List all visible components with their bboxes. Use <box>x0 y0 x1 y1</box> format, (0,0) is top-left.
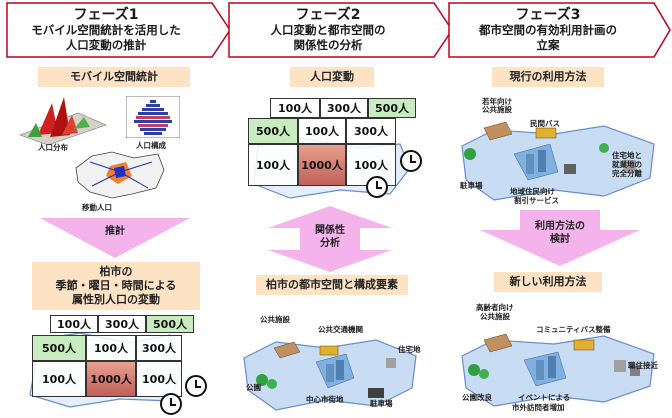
parking-label-current: 駐車場 <box>460 181 483 190</box>
usage-review-line2: 検討 <box>550 234 570 245</box>
phase-3-number: フェーズ3 <box>515 7 581 23</box>
clock-icon <box>400 150 422 172</box>
mobile-stats-text: モバイル空間統計 <box>70 70 158 83</box>
event-visitors-label-1: イベントによる <box>518 393 571 402</box>
grid-cell: 500人 <box>32 335 86 361</box>
grid-cell: 500人 <box>368 98 416 118</box>
res-separation-label-3: 完全分離 <box>612 169 642 178</box>
usage-review-line1: 利用方法の <box>535 221 585 232</box>
elder-facility-label-1: 高齢者向け <box>476 303 514 312</box>
phase-3-desc-line2: 立案 <box>536 38 560 52</box>
phase-arrow-shape <box>6 2 231 58</box>
relationship-line1: 関係性 <box>315 225 345 236</box>
local-discount-label-2: 割引サービス <box>514 196 559 205</box>
population-pyramid-chart <box>126 96 180 138</box>
estimate-arrow <box>40 218 190 258</box>
parking-label: 駐車場 <box>370 399 393 408</box>
usage-review-arrow-label: 利用方法の 検討 <box>510 220 610 246</box>
clock-icon <box>185 375 207 397</box>
population-grid-2: 100人 300人 500人 500人 100人 300人 100人 1000人… <box>240 98 430 203</box>
public-facility-label: 公共施設 <box>260 315 290 324</box>
population-change-label: 人口変動 <box>290 67 374 87</box>
grid-cell: 1000人 <box>86 361 136 397</box>
phase-arrow-shape <box>228 2 453 58</box>
phase-3-text: フェーズ3 都市空間の有効利用計画の 立案 <box>448 8 648 53</box>
new-usage-label: 新しい利用方法 <box>494 272 602 292</box>
relationship-double-arrow <box>268 206 392 272</box>
city-center-label: 中心市街地 <box>306 395 344 404</box>
event-visitors-label-2: 市外訪問者増加 <box>512 403 565 412</box>
park-label: 公園 <box>246 383 261 392</box>
pop-composition-label: 人口構成 <box>136 141 166 150</box>
phase-1-number: フェーズ1 <box>73 7 139 23</box>
relationship-line2: 分析 <box>320 238 340 249</box>
new-usage-text: 新しい利用方法 <box>509 275 587 288</box>
youth-facility-label-2: 公共施設 <box>482 105 512 114</box>
population-distribution-chart <box>19 97 107 145</box>
current-usage-label: 現行の利用方法 <box>492 67 604 87</box>
phase-1-text: フェーズ1 モバイル空間統計を活用した 人口変動の推計 <box>6 8 206 53</box>
pop-variation-line2: 季節・曜日・時間による <box>55 279 177 292</box>
youth-facility-label-1: 若年向け <box>482 97 512 106</box>
phase-arrow-shape <box>448 2 671 58</box>
grid-cell: 500人 <box>146 315 194 333</box>
res-separation-label-1: 住宅地と <box>612 151 642 160</box>
clock-icon <box>160 393 182 415</box>
urban-space-text: 柏市の都市空間と構成要素 <box>266 278 398 291</box>
grid-cell: 100人 <box>248 144 298 186</box>
grid-cell: 100人 <box>136 361 182 397</box>
grid-cell: 100人 <box>298 118 346 144</box>
grid-cell: 500人 <box>248 118 298 144</box>
pop-distribution-label: 人口分布 <box>38 143 68 152</box>
relationship-arrow-label: 関係性 分析 <box>302 224 358 250</box>
population-variation-label: 柏市の 季節・曜日・時間による 属性別人口の変動 <box>32 262 200 310</box>
grid-cell: 100人 <box>50 315 98 333</box>
public-transport-label: 公共交通機関 <box>318 325 363 334</box>
clock-icon <box>366 176 388 198</box>
grid-cell: 300人 <box>320 98 368 118</box>
residential-label: 住宅地 <box>398 345 421 354</box>
phase-2-desc-line1: 人口変動と都市空間の <box>270 23 386 37</box>
phase-2-text: フェーズ2 人口変動と都市空間の 関係性の分析 <box>228 8 428 53</box>
park-improve-label: 公園改良 <box>462 393 492 402</box>
phase-3-desc-line1: 都市空間の有効利用計画の <box>479 23 617 37</box>
phase-1-desc-line2: 人口変動の推計 <box>65 38 147 52</box>
mobile-stats-label: モバイル空間統計 <box>38 67 190 87</box>
pop-change-text: 人口変動 <box>310 70 354 83</box>
grid-cell: 1000人 <box>298 144 346 186</box>
usage-review-arrow <box>480 210 640 266</box>
private-bus-label: 民間バス <box>530 119 560 128</box>
community-bus-label: コミュニティバス整備 <box>536 325 611 334</box>
moving-pop-label: 移動人口 <box>82 203 112 212</box>
current-usage-map <box>461 121 655 201</box>
grid-cell: 100人 <box>32 361 86 397</box>
current-usage-text: 現行の利用方法 <box>509 70 587 83</box>
elder-facility-label-2: 公共施設 <box>480 312 510 321</box>
phase-2-desc-line2: 関係性の分析 <box>293 38 363 52</box>
pop-variation-line1: 柏市の <box>99 265 133 278</box>
grid-cell: 300人 <box>346 118 396 144</box>
grid-cell: 100人 <box>86 335 136 361</box>
urban-space-label: 柏市の都市空間と構成要素 <box>256 275 408 295</box>
local-discount-label-1: 地域住民向け <box>510 187 555 196</box>
grid-cell: 300人 <box>136 335 182 361</box>
work-near-label: 職住接近 <box>628 361 658 370</box>
phase-2-number: フェーズ2 <box>295 7 361 23</box>
estimate-arrow-label: 推計 <box>105 226 125 237</box>
phase-1-desc-line1: モバイル空間統計を活用した <box>31 23 181 37</box>
grid-cell: 300人 <box>98 315 146 333</box>
pop-variation-line3: 属性別人口の変動 <box>72 293 160 306</box>
res-separation-label-2: 就業地の <box>612 160 642 169</box>
urban-elements-map <box>243 339 417 411</box>
moving-population-map <box>75 151 165 199</box>
grid-cell: 100人 <box>270 98 320 118</box>
new-usage-map <box>461 333 655 407</box>
population-grid-1: 100人 300人 500人 500人 100人 300人 100人 1000人… <box>10 315 207 415</box>
